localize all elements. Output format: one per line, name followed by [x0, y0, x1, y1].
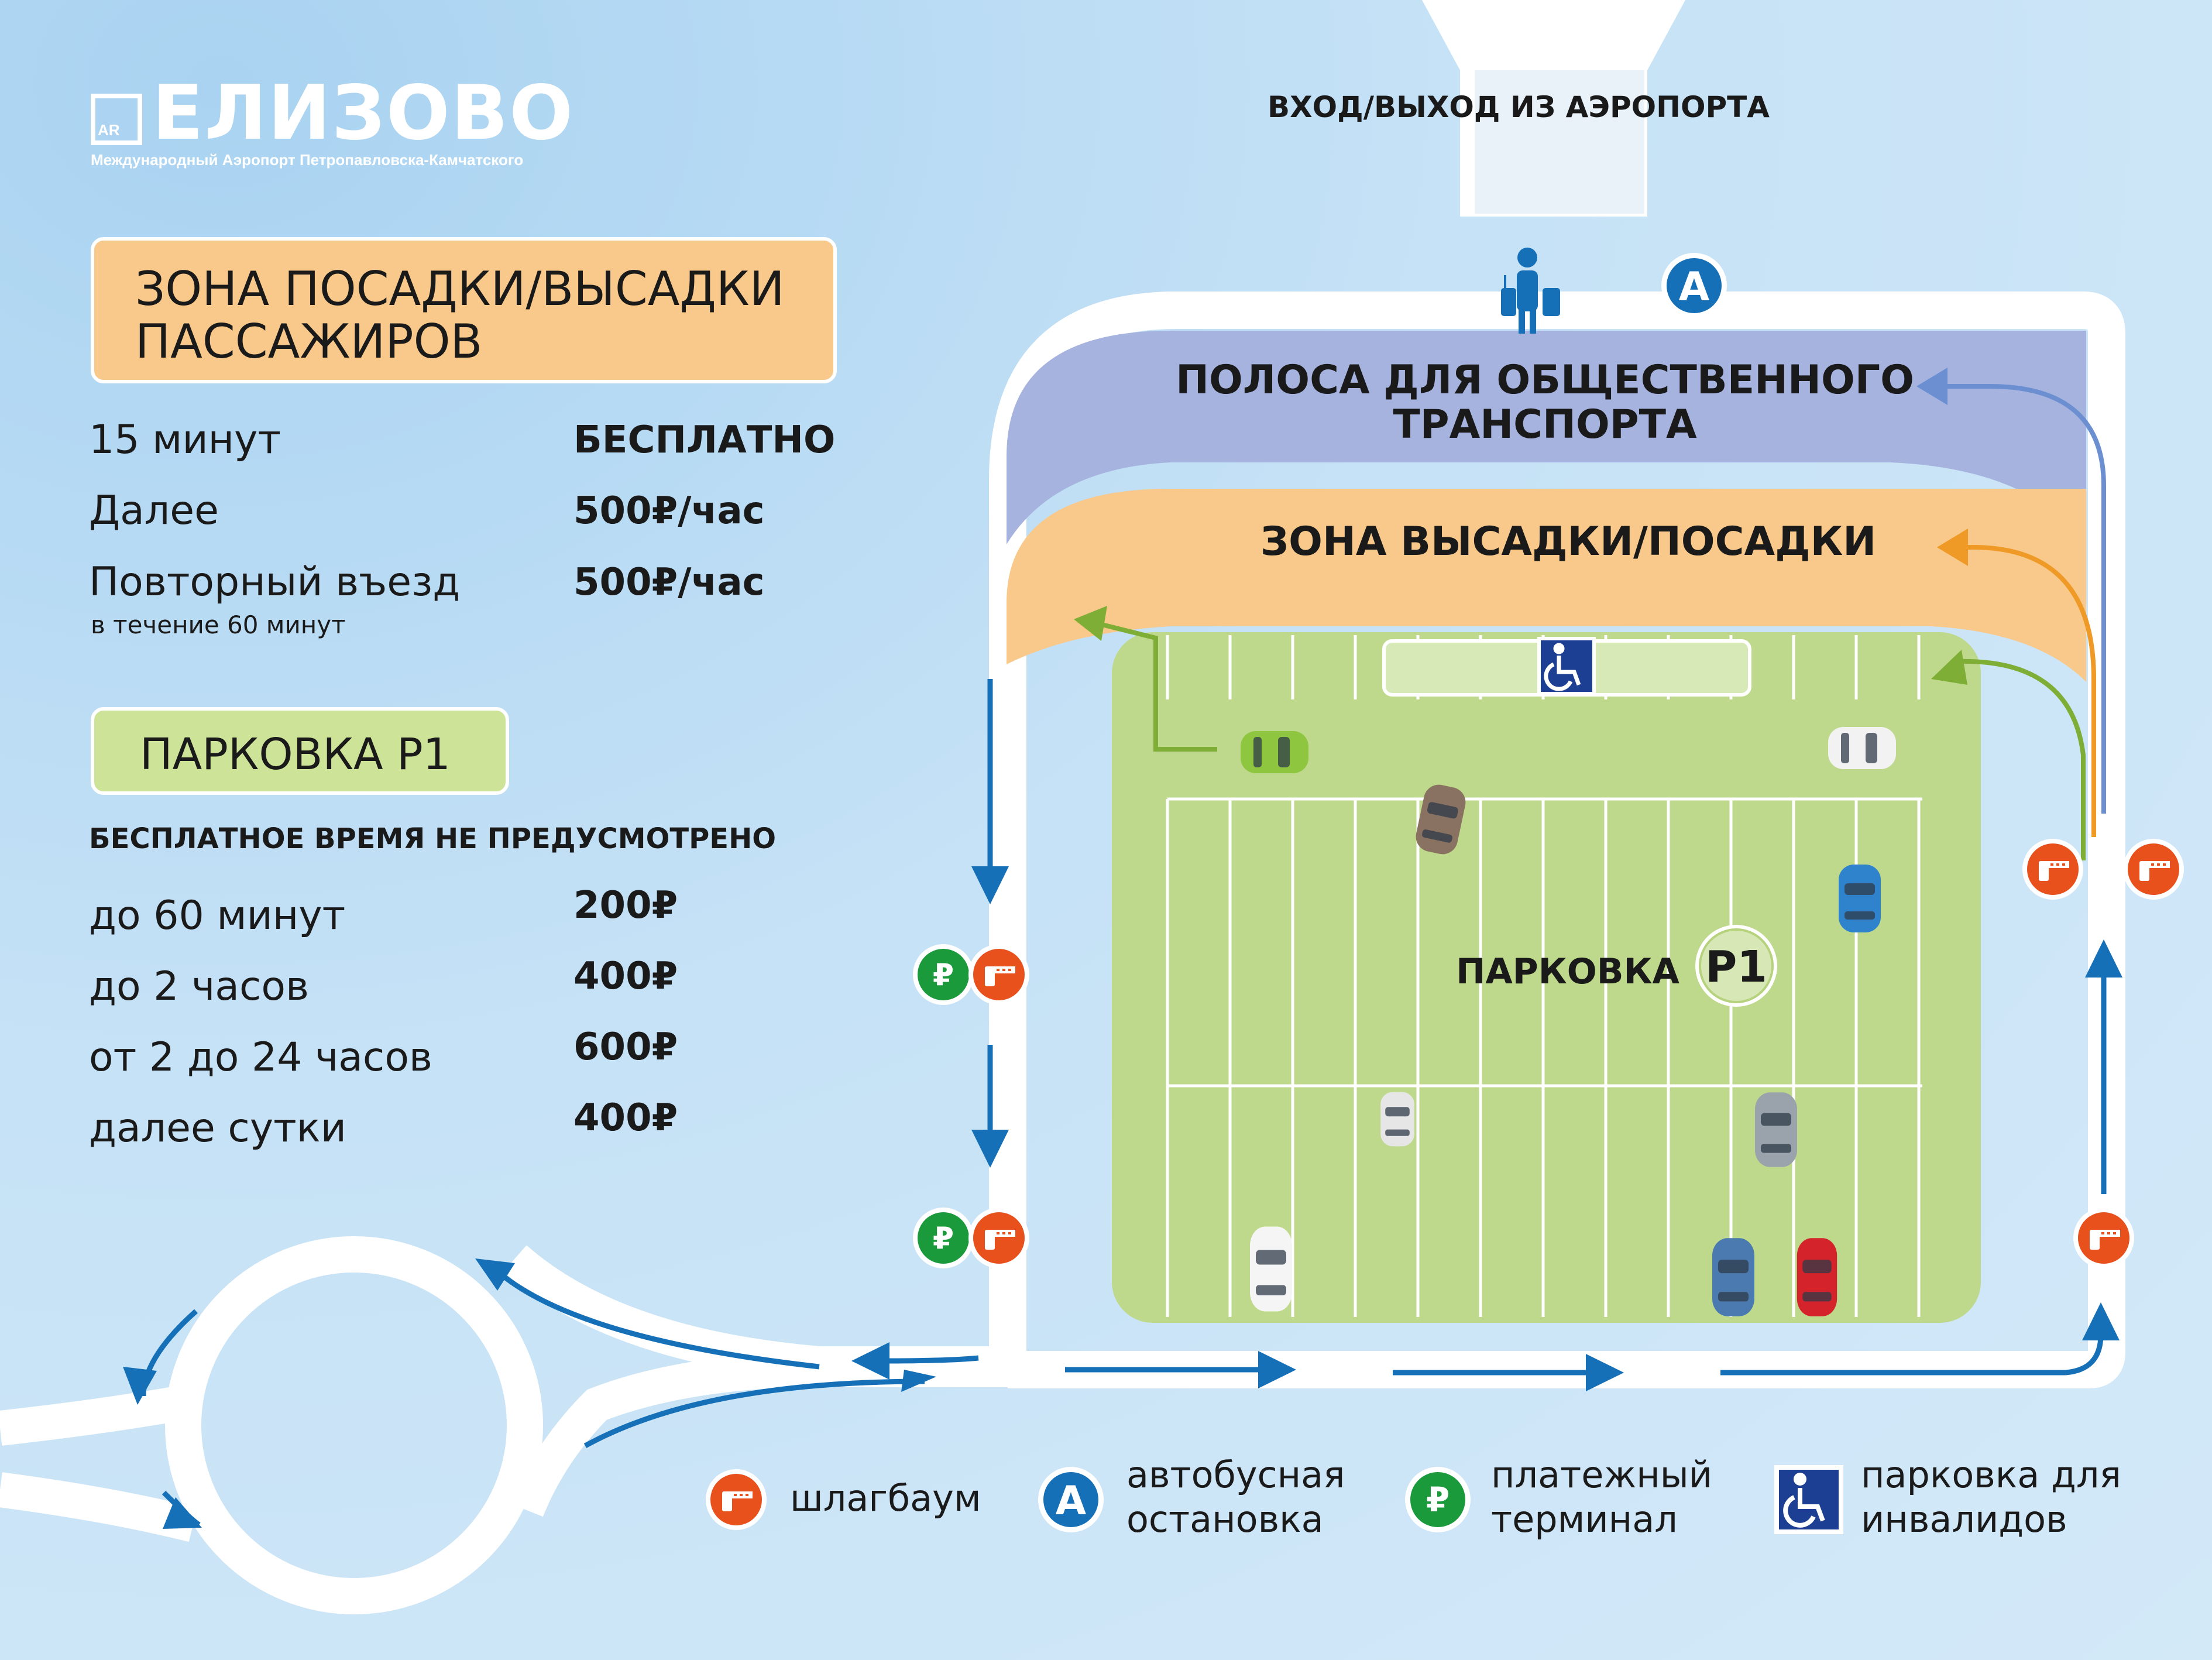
legend-disabled-parking-text: парковка для инвалидов: [1861, 1453, 2121, 1541]
parking-badge: P1: [1705, 942, 1767, 992]
legend-pay-letter: ₽: [1426, 1480, 1450, 1520]
dropoff-tariff-price-3: 500₽/час: [573, 561, 765, 604]
parking-free-time-note: БЕСПЛАТНОЕ ВРЕМЯ НЕ ПРЕДУСМОТРЕНО: [89, 822, 777, 855]
parking-tariff-label-2: до 2 часов: [89, 963, 310, 1010]
dropoff-tariff-label-1: 15 минут: [89, 417, 281, 463]
logo-subtitle: Международный Аэропорт Петропавловска-Ка…: [91, 151, 524, 169]
parking-tariff-label-1: до 60 минут: [89, 893, 346, 939]
parking-tariff-label-3: от 2 до 24 часов: [89, 1034, 432, 1081]
legend-bus-letter: A: [1056, 1478, 1087, 1524]
public-lane-label-line2: ТРАНСПОРТА: [1393, 402, 1697, 448]
parking-tariff-price-2: 400₽: [573, 955, 678, 998]
parking-tariff-price-1: 200₽: [573, 884, 678, 927]
legend-barrier-text: шлагбаум: [790, 1477, 981, 1520]
public-lane-label-line1: ПОЛОСА ДЛЯ ОБЩЕСТВЕННОГО: [1176, 357, 1914, 403]
dropoff-title-line1: ЗОНА ПОСАДКИ/ВЫСАДКИ: [135, 262, 785, 316]
wheelchair-icon: [1544, 643, 1581, 691]
bus-stop-letter: A: [1679, 264, 1710, 310]
dropoff-title-line2: ПАССАЖИРОВ: [135, 314, 483, 369]
parking-panel-title: ПАРКОВКА P1: [91, 707, 509, 795]
legend-bus-stop-text: автобусная остановка: [1126, 1453, 1345, 1541]
logo-name: ЕЛИЗОВО: [152, 70, 574, 157]
legend-payment-text: платежный терминал: [1491, 1453, 1713, 1541]
logo-badge: AR: [91, 94, 142, 145]
logo-badge-text: AR: [98, 121, 120, 139]
parking-tariff-price-4: 400₽: [573, 1096, 678, 1140]
legend-wheelchair-icon: [1783, 1473, 1825, 1528]
parking-tariff-label-4: далее сутки: [89, 1105, 346, 1151]
dropoff-tariff-label-3: Повторный въезд: [89, 559, 461, 605]
terminal-label: ВХОД/ВЫХОД ИЗ АЭРОПОРТА: [1268, 90, 1770, 124]
dropoff-tariff-note-3: в течение 60 минут: [91, 611, 346, 639]
parking-title-text: ПАРКОВКА P1: [140, 729, 451, 780]
parking-label: ПАРКОВКА: [1456, 951, 1679, 992]
parking-tariff-price-3: 600₽: [573, 1026, 678, 1069]
dropoff-panel-title: ЗОНА ПОСАДКИ/ВЫСАДКИ ПАССАЖИРОВ: [91, 237, 837, 383]
dropoff-zone-label: ЗОНА ВЫСАДКИ/ПОСАДКИ: [1260, 519, 1876, 565]
passenger-luggage-icon: [1501, 248, 1560, 334]
dropoff-tariff-price-1: БЕСПЛАТНО: [573, 419, 836, 462]
dropoff-tariff-label-2: Далее: [89, 488, 219, 534]
dropoff-tariff-price-2: 500₽/час: [573, 489, 765, 533]
